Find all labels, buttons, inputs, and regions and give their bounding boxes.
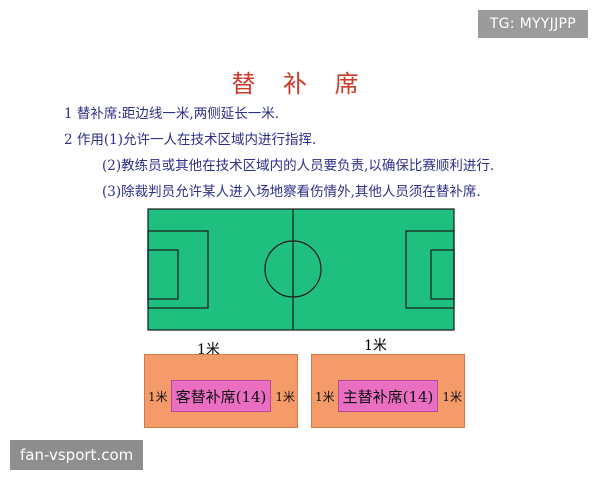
- rule-line-3: (2)教练员或其他在技术区域内的人员要负责,以确保比赛顺利进行.: [102, 158, 495, 174]
- source-tag: TG: MYYJJPP: [477, 10, 588, 38]
- away-left-gap-label: 1米: [148, 390, 168, 404]
- distance-label-home: 1米: [364, 338, 387, 354]
- rule-line-2: 2 作用(1)允许一人在技术区域内进行指挥.: [64, 132, 317, 148]
- home-left-gap-label: 1米: [315, 390, 335, 404]
- pitch-field: [147, 208, 455, 331]
- home-bench-area: 1米 主替补席(14) 1米: [311, 354, 465, 428]
- away-bench: 客替补席(14): [171, 380, 271, 412]
- right-goal-area: [430, 249, 455, 300]
- page-title: 替 补 席: [231, 70, 369, 98]
- away-right-gap-label: 1米: [275, 390, 295, 404]
- site-watermark: fan-vsport.com: [10, 440, 144, 470]
- left-goal-area: [147, 249, 179, 300]
- center-circle: [264, 240, 322, 298]
- rule-line-1: 1 替补席:距边线一米,两侧延长一米.: [64, 106, 280, 122]
- home-bench: 主替补席(14): [338, 380, 438, 412]
- rule-line-4: (3)除裁判员允许某人进入场地察看伤情外,其他人员须在替补席.: [102, 184, 481, 200]
- away-bench-area: 1米 客替补席(14) 1米: [144, 354, 298, 428]
- home-right-gap-label: 1米: [442, 390, 462, 404]
